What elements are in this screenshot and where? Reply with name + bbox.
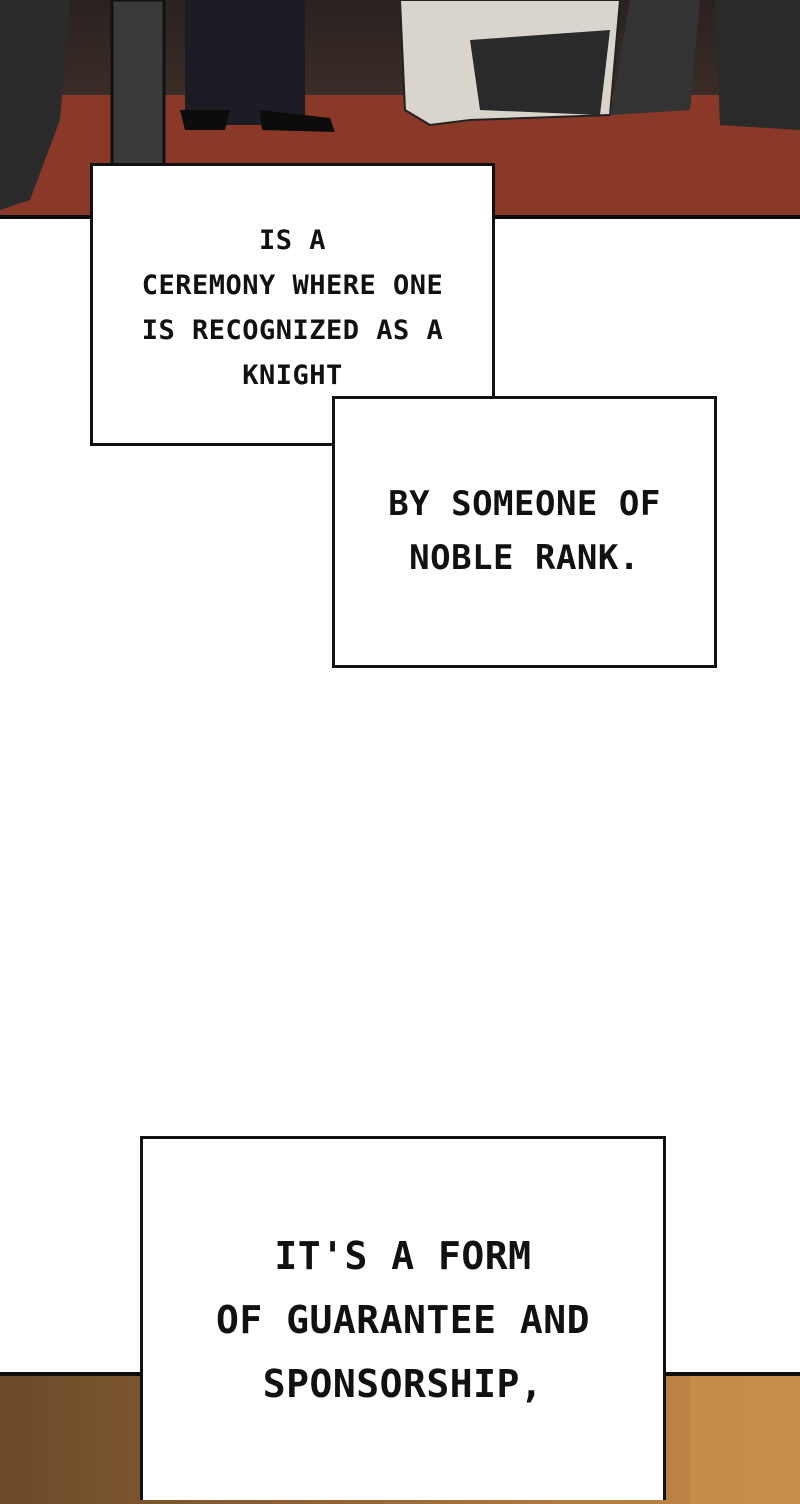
interior-scene-illustration [690, 1376, 800, 1504]
caption-text-noble-rank: BY SOMEONE OF NOBLE RANK. [335, 477, 714, 585]
wall-beam [690, 1376, 800, 1504]
caption-line: NOBLE RANK. [409, 538, 640, 578]
armored-guard-right [610, 0, 700, 115]
caption-text-ceremony: IS A CEREMONY WHERE ONE IS RECOGNIZED AS… [93, 218, 492, 398]
caption-line: KNIGHT [242, 360, 343, 391]
caption-line: IS RECOGNIZED AS A [141, 315, 444, 346]
armored-knight-left [0, 0, 70, 210]
noble-shoes [180, 110, 335, 132]
caption-line: CEREMONY WHERE ONE [141, 270, 444, 301]
caption-line: IT'S A FORM [274, 1234, 532, 1278]
caption-box-guarantee: IT'S A FORM OF GUARANTEE AND SPONSORSHIP… [140, 1136, 666, 1500]
caption-line: OF GUARANTEE AND [215, 1298, 591, 1342]
armored-guard-far-right [715, 0, 800, 130]
caption-box-noble-rank: BY SOMEONE OF NOBLE RANK. [332, 396, 717, 668]
caption-line: SPONSORSHIP, [262, 1362, 544, 1406]
caption-line: IS A [258, 225, 327, 256]
sword-blade [110, 0, 166, 182]
noble-legs [185, 0, 305, 125]
caption-line: BY SOMEONE OF [388, 484, 661, 524]
caption-text-guarantee: IT'S A FORM OF GUARANTEE AND SPONSORSHIP… [143, 1224, 663, 1416]
kneeling-squire-cloak [470, 30, 610, 115]
